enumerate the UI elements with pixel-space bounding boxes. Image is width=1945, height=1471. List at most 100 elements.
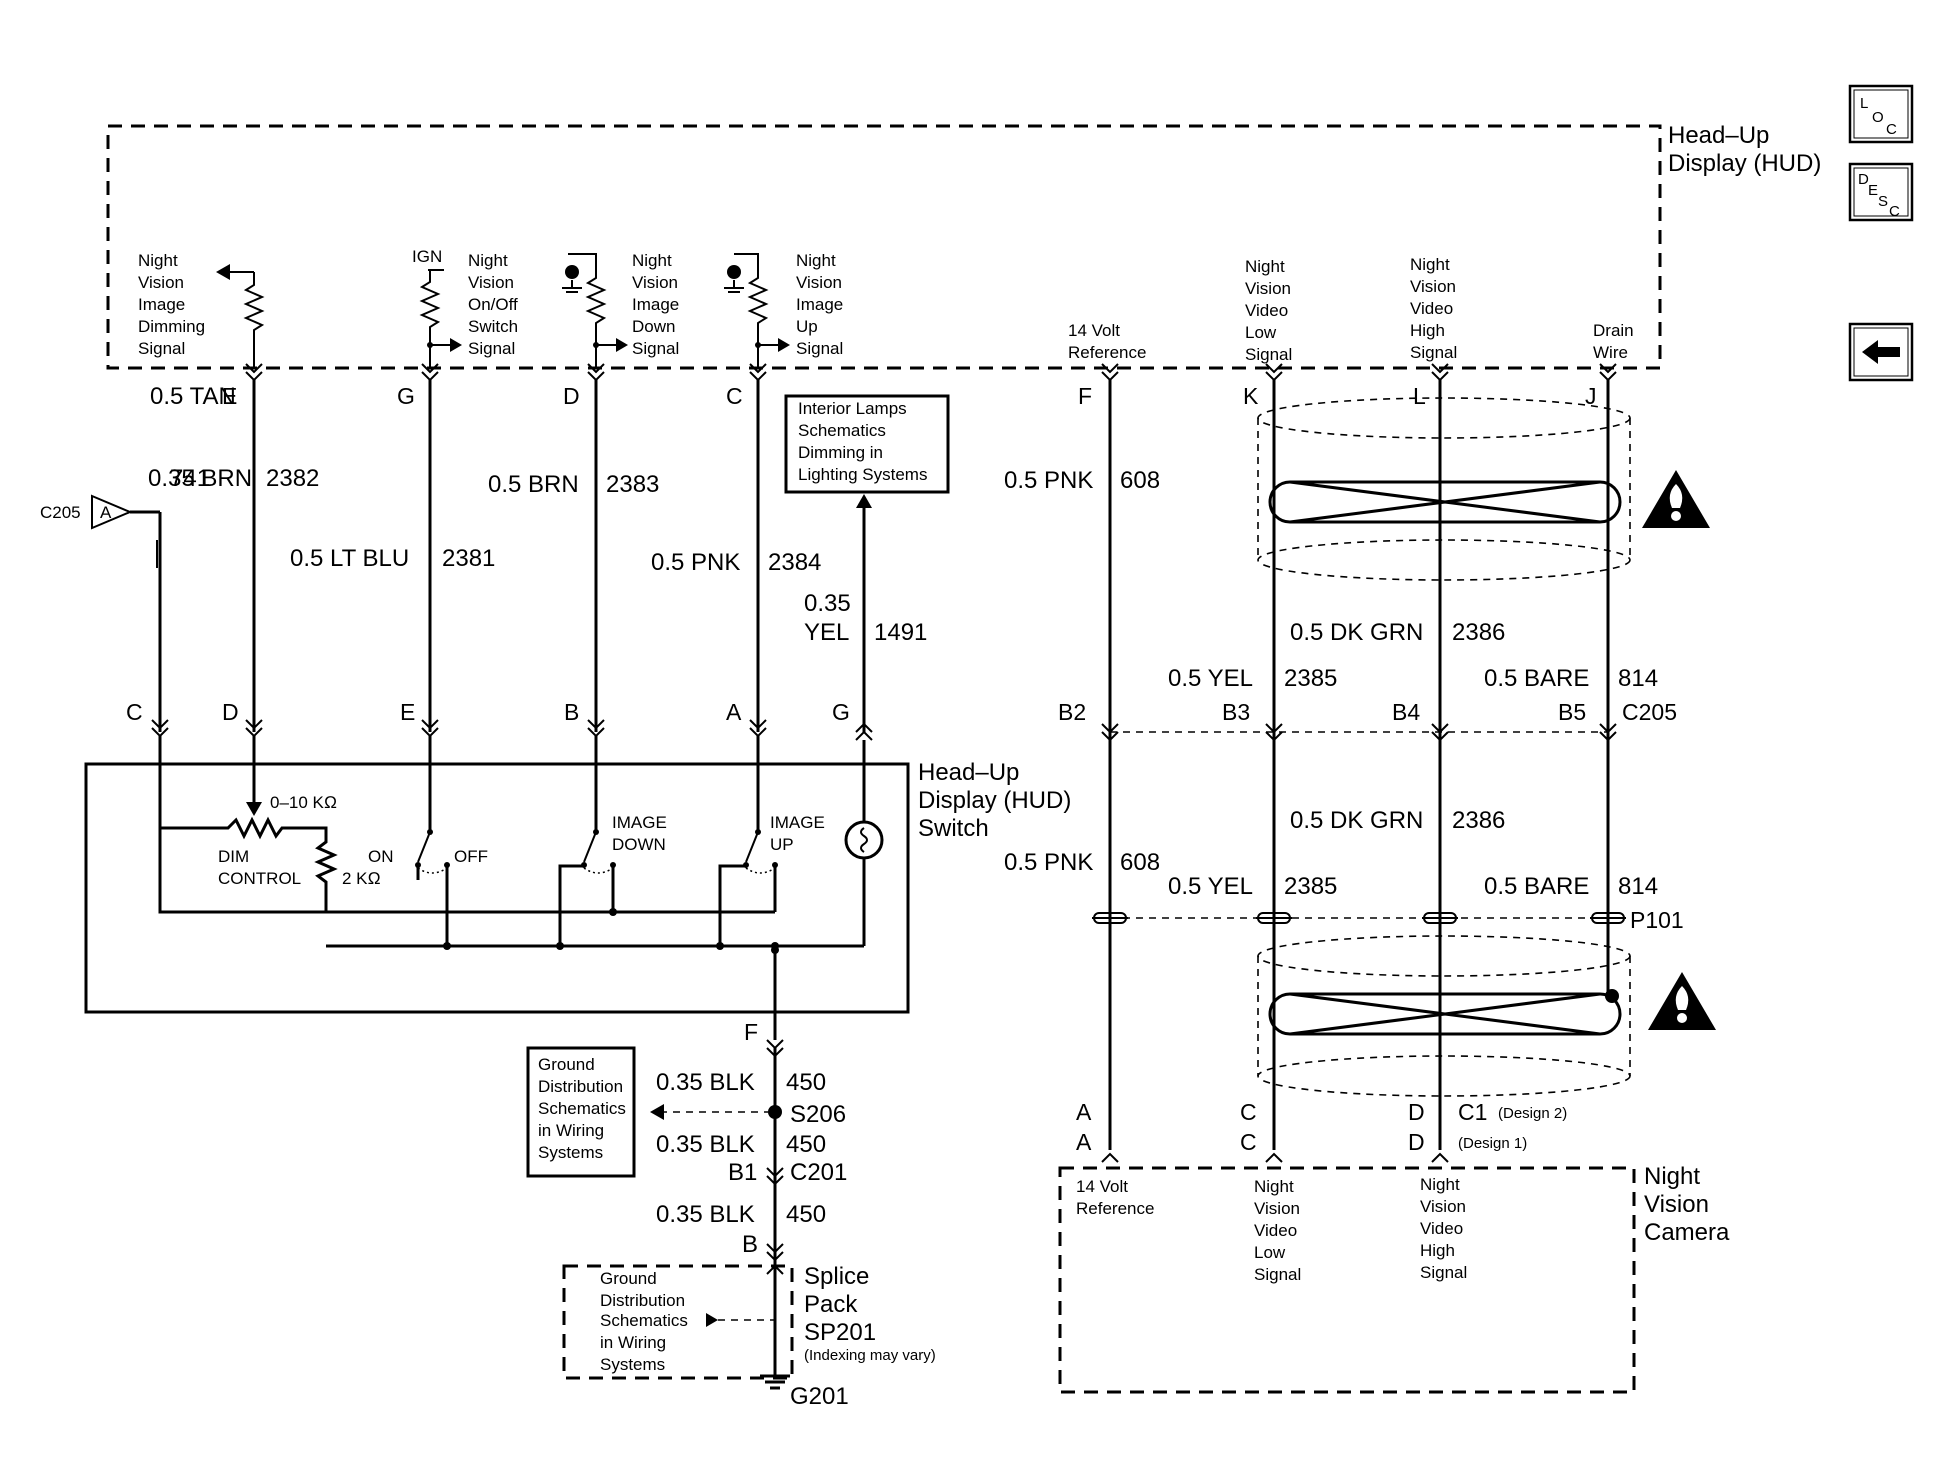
- pin-label: C: [726, 383, 743, 409]
- pin-label: J: [1585, 383, 1597, 409]
- label: Night: [468, 251, 508, 270]
- splice-pack-label: SP201: [804, 1319, 876, 1346]
- design-note: (Design 1): [1458, 1135, 1527, 1152]
- ref-line: Distribution: [600, 1291, 685, 1310]
- label: On/Off: [468, 295, 518, 314]
- ref-line: Lighting Systems: [798, 465, 927, 484]
- wire-circuit: 608: [1120, 849, 1160, 876]
- wire-size: 0.35 BRN: [148, 465, 252, 492]
- label: Vision: [1420, 1197, 1466, 1216]
- resistor-label: 2 KΩ: [342, 869, 381, 888]
- wire-circuit: 2386: [1452, 807, 1505, 834]
- label: Signal: [138, 339, 185, 358]
- pin-label: B1: [728, 1159, 757, 1186]
- pin-label: B2: [1058, 699, 1086, 725]
- pin-label: C: [1240, 1099, 1257, 1125]
- pin-label: L: [1413, 383, 1426, 409]
- wire-labels-left: 0.35 BRN 741 0.5 TAN 2382 0.5 LT BLU 238…: [148, 383, 927, 646]
- label: Wire: [1593, 343, 1628, 362]
- label: Vision: [1254, 1199, 1300, 1218]
- ref-line: Schematics: [538, 1099, 626, 1118]
- ref-line: Systems: [538, 1143, 603, 1162]
- label: Down: [632, 317, 675, 336]
- hud-circuit-onoff: Night Vision On/Off Switch Signal IGN: [412, 247, 518, 358]
- label: Vision: [468, 273, 514, 292]
- pin-label: B4: [1392, 699, 1420, 725]
- hud-circuit-video-low: Night Vision Video Low Signal: [1245, 257, 1292, 364]
- design-note: (Design 2): [1498, 1105, 1567, 1122]
- label: Image: [632, 295, 679, 314]
- right-wires: P101: [1092, 363, 1684, 1163]
- image-down-label: DOWN: [612, 835, 666, 854]
- wire-circuit: 741: [170, 465, 210, 492]
- label: Night: [1254, 1177, 1294, 1196]
- left-arrow-icon: [1862, 340, 1900, 364]
- dim-label: CONTROL: [218, 869, 301, 888]
- pin-label: D: [222, 699, 239, 725]
- image-up-label: IMAGE: [770, 813, 825, 832]
- wire-circuit: 814: [1618, 873, 1658, 900]
- label: Video: [1245, 301, 1288, 320]
- pin-label: C: [126, 699, 143, 725]
- label: Video: [1420, 1219, 1463, 1238]
- loc-button[interactable]: L O C: [1848, 84, 1914, 144]
- pin-label: D: [1408, 1099, 1425, 1125]
- hud-connector-pins: E G D C F K L J: [222, 383, 1597, 409]
- pin-label: B5: [1558, 699, 1586, 725]
- wire-circuit: 2383: [606, 471, 659, 498]
- connector-label: C201: [790, 1159, 847, 1186]
- c205-tag: C205 A: [40, 494, 133, 530]
- ref-line: Systems: [600, 1355, 665, 1374]
- ref-line: Schematics: [798, 421, 886, 440]
- splice-label: S206: [790, 1101, 846, 1128]
- splice-pack-label: Splice: [804, 1263, 869, 1290]
- hud-circuit-14v: 14 Volt Reference: [1068, 321, 1146, 362]
- wire-size: 0.5 DK GRN: [1290, 807, 1423, 834]
- hud-circuit-video-high: Night Vision Video High Signal: [1410, 255, 1457, 362]
- loc-letter: O: [1872, 109, 1884, 126]
- switch-title-2: Display (HUD): [918, 787, 1071, 814]
- wire-circuit: 2381: [442, 545, 495, 572]
- label: Vision: [138, 273, 184, 292]
- wire-size: YEL: [804, 619, 849, 646]
- wire-circuit: 2384: [768, 549, 821, 576]
- label: Image: [796, 295, 843, 314]
- pin-label: B3: [1222, 699, 1250, 725]
- on-label: ON: [368, 847, 394, 866]
- loc-letter: C: [1886, 121, 1897, 138]
- label: Vision: [1245, 279, 1291, 298]
- label: Night: [796, 251, 836, 270]
- image-down-label: IMAGE: [612, 813, 667, 832]
- left-wires: [130, 363, 873, 741]
- label: Signal: [1254, 1265, 1301, 1284]
- desc-button[interactable]: D E S C: [1848, 162, 1914, 222]
- label: Vision: [632, 273, 678, 292]
- switch-title-3: Switch: [918, 815, 989, 842]
- wire-size: 0.5 BARE: [1484, 873, 1589, 900]
- pin-label: D: [1408, 1129, 1425, 1155]
- label: Night: [1410, 255, 1450, 274]
- wire-circuit: 450: [786, 1131, 826, 1158]
- dim-label: DIM: [218, 847, 249, 866]
- hud-title-2: Display (HUD): [1668, 150, 1821, 177]
- switch-title-1: Head–Up: [918, 759, 1019, 786]
- ref-line: in Wiring: [538, 1121, 604, 1140]
- label: Switch: [468, 317, 518, 336]
- label: Signal: [1420, 1263, 1467, 1282]
- image-up-label: UP: [770, 835, 794, 854]
- wire-size: 0.5 PNK: [1004, 849, 1093, 876]
- wire-circuit: 608: [1120, 467, 1160, 494]
- wire-size: 0.5 BRN: [488, 471, 579, 498]
- label: High: [1420, 1241, 1455, 1260]
- wire-size: 0.35: [804, 590, 851, 617]
- label: Night: [1420, 1175, 1460, 1194]
- back-button[interactable]: [1848, 322, 1914, 382]
- label: 14 Volt: [1076, 1177, 1128, 1196]
- ref-line: Distribution: [538, 1077, 623, 1096]
- pot-label: 0–10 KΩ: [270, 793, 337, 812]
- interior-lamps-ref[interactable]: Interior Lamps Schematics Dimming in Lig…: [784, 394, 950, 494]
- label: Dimming: [138, 317, 205, 336]
- pin-label: G: [397, 383, 415, 409]
- label: Video: [1254, 1221, 1297, 1240]
- hud-switch: Head–Up Display (HUD) Switch C D E B A G…: [84, 699, 1071, 1040]
